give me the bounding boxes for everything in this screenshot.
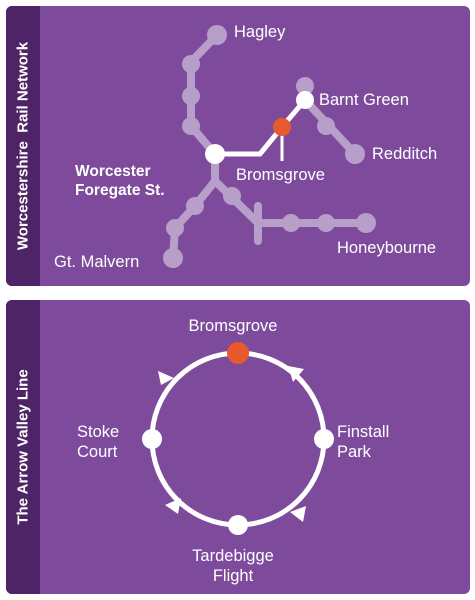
loop-route-map: [142, 342, 334, 535]
station-dot: [296, 77, 314, 95]
station-dot-worcester: [205, 144, 225, 164]
label-bromsgrove: Bromsgrove: [188, 317, 278, 335]
highlighted-route: [215, 98, 307, 157]
label-finstall-line2: Park: [337, 443, 371, 461]
station-dot: [182, 55, 200, 73]
label-honeybourne: Honeybourne: [337, 239, 437, 257]
label-tardebigge-line2: Flight: [212, 567, 254, 585]
arrow-right-bottom: [290, 506, 306, 522]
label-worcester-line1: Worcester: [75, 163, 151, 180]
side-title-tab: The Arrow Valley Line: [6, 300, 40, 594]
station-dot: [182, 117, 200, 135]
label-stoke-line1: Stoke: [77, 423, 120, 441]
minor-stations: [163, 25, 376, 268]
loop-track: [149, 350, 327, 528]
rail-network-map: [163, 25, 376, 268]
label-finstall-line1: Finstall: [337, 423, 390, 441]
station-dot-tardebigge-flight: [228, 515, 248, 535]
station-dot-finstall-park: [314, 429, 334, 449]
label-bromsgrove: Bromsgrove: [236, 166, 325, 184]
station-dot-bromsgrove: [273, 118, 291, 136]
arrow-valley-panel: The Arrow Valley Line Bromsgrove Finstal…: [6, 300, 470, 594]
station-dot-gt-malvern: [163, 248, 183, 268]
station-dot-barnt-green: [296, 91, 314, 109]
arrow-left-bottom: [165, 498, 181, 514]
arrow-right-top: [288, 366, 304, 382]
station-dot: [182, 87, 200, 105]
label-gt-malvern: Gt. Malvern: [54, 253, 140, 271]
station-dot-hagley: [207, 25, 227, 45]
station-dot-bromsgrove: [227, 342, 249, 364]
station-dot-redditch: [345, 144, 365, 164]
arrow-left-top: [158, 371, 174, 385]
station-dot: [282, 214, 300, 232]
label-tardebigge-line1: Tardebigge: [192, 547, 274, 565]
label-barnt-green: Barnt Green: [319, 91, 409, 109]
station-dot-honeybourne: [356, 213, 376, 233]
label-stoke-line2: Court: [77, 443, 118, 461]
station-dot-stoke-court: [142, 429, 162, 449]
rail-network-panel: Worcestershire Rail Network: [6, 6, 470, 286]
label-redditch: Redditch: [372, 145, 438, 163]
station-dot: [223, 187, 241, 205]
side-title-tab: Worcestershire Rail Network: [6, 6, 40, 286]
direction-arrows: [158, 366, 306, 522]
label-hagley: Hagley: [234, 23, 286, 41]
station-dot: [186, 197, 204, 215]
station-dot: [317, 214, 335, 232]
station-dot: [166, 219, 184, 237]
station-dot: [317, 117, 335, 135]
label-worcester-line2: Foregate St.: [75, 182, 165, 199]
